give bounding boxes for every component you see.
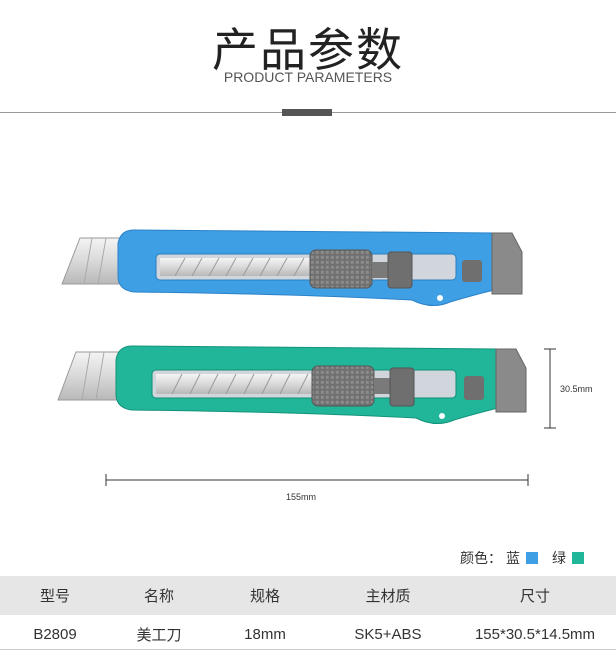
width-dimension-label: 155mm [286,492,316,502]
cell-name: 美工刀 [136,625,182,644]
legend-item-blue-label: 蓝 [506,551,520,567]
color-legend: 颜色： 蓝 绿 [460,548,584,568]
params-table-header: 型号 名称 规格 主材质 尺寸 [0,576,616,615]
cell-model: B2809 [33,625,77,643]
header-size: 尺寸 [454,576,616,615]
legend-item-green-label: 绿 [552,551,566,567]
knife-green-snap [464,376,484,400]
knife-green-lock [389,367,415,407]
table-bottom-line [0,649,616,650]
header-divider-accent [282,109,332,116]
knife-green [57,345,527,424]
header-spec: 规格 [208,576,322,615]
table-row: B2809 美工刀 18mm SK5+ABS 155*30.5*14.5mm [0,615,616,653]
color-legend-label: 颜色： [460,551,502,567]
cell-material: SK5+ABS [354,625,422,643]
knife-blue [61,229,523,306]
width-dimension: 155mm [105,474,529,502]
cell-size: 155*30.5*14.5mm [474,625,596,643]
legend-item-blue-swatch [526,552,538,564]
cell-spec: 18mm [244,625,286,643]
knife-blue-lock [387,251,413,289]
page-subtitle: PRODUCT PARAMETERS [223,69,393,85]
height-dimension-label: 30.5mm [560,384,593,394]
height-dimension: 30.5mm [544,348,593,429]
legend-item-green-swatch [572,552,584,564]
knife-green-slider [311,365,375,407]
params-table: 型号 名称 规格 主材质 尺寸 B2809 美工刀 18mm SK5+ABS 1… [0,576,616,653]
knife-blue-endcap [491,232,523,295]
header-model: 型号 [0,576,110,615]
header-material: 主材质 [322,576,454,615]
header-name: 名称 [110,576,208,615]
knife-blue-slider [309,249,373,289]
knife-blue-snap [462,260,482,282]
product-figure: 155mm 30.5mm [57,229,593,502]
knife-green-endcap [495,348,527,413]
page-title: 产品参数 [212,23,404,77]
